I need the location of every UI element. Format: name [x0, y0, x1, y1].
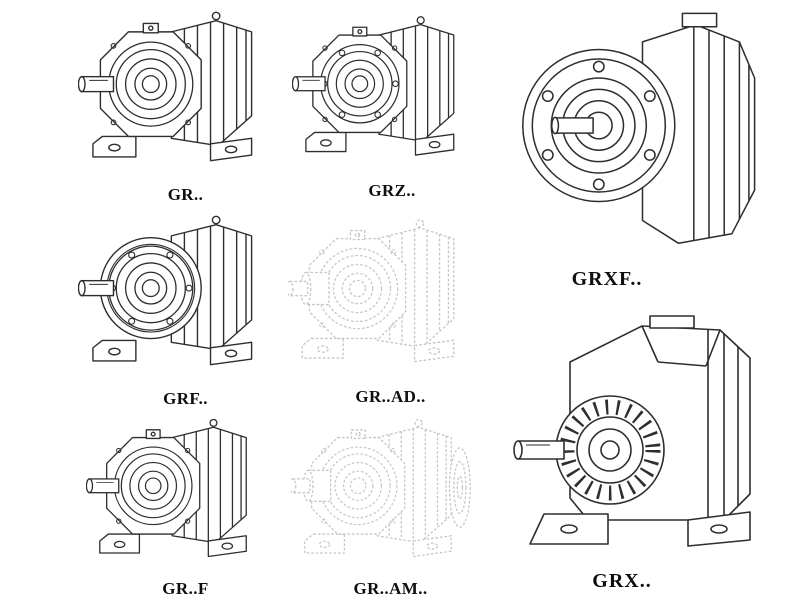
gearbox-drawing-gr	[78, 11, 253, 162]
product-label-grxf: GRXF..	[571, 268, 643, 290]
product-label-gr-ad: GR..AD..	[355, 387, 426, 406]
gearbox-drawing-grf	[78, 215, 253, 366]
gearbox-input-shaft	[292, 76, 326, 92]
gearbox-feet	[304, 533, 453, 558]
product-figure-grz: GRZ..	[292, 4, 492, 202]
gearbox-output-flange	[449, 447, 472, 528]
product-figure-gr-am: GR..AM..	[288, 410, 493, 600]
gearbox-drawing-gr-am	[291, 418, 472, 558]
gearbox-input-shaft	[78, 279, 115, 297]
product-label-gr-am: GR..AM..	[353, 579, 428, 598]
product-label-grz: GRZ..	[368, 181, 416, 200]
gearbox-input-shaft	[86, 478, 120, 494]
gearbox-drawing-grx	[492, 296, 792, 570]
gearbox-feet	[305, 131, 455, 156]
product-figure-grf: GRF..	[78, 206, 293, 410]
product-figure-grx: GRX..	[492, 296, 792, 592]
gearbox-input-adapter	[288, 271, 330, 306]
gearbox-drawing-grz	[292, 16, 455, 156]
gearbox-large-unit	[514, 316, 750, 546]
gearbox-feet	[301, 337, 455, 363]
product-figure-gr: GR..	[78, 2, 293, 206]
product-label-grf: GRF..	[163, 389, 208, 408]
gearbox-input-shaft	[78, 75, 115, 93]
product-figure-gr-ad: GR..AD..	[288, 208, 493, 408]
gearbox-drawing-grxf	[521, 12, 755, 245]
product-label-gr: GR..	[167, 185, 204, 204]
product-label-grx: GRX..	[592, 570, 652, 592]
product-label-gr-f: GR..F	[162, 579, 209, 598]
gearbox-drawing-gr-ad	[288, 219, 455, 363]
gearbox-feet	[99, 533, 248, 558]
gearbox-drawing-gr-f	[86, 418, 248, 558]
product-figure-grxf: GRXF..	[492, 2, 792, 290]
gearbox-feet	[92, 339, 253, 366]
product-figure-gr-f: GR..F	[78, 410, 293, 600]
gearbox-input-adapter	[291, 469, 332, 502]
gearbox-flange-unit	[521, 12, 755, 245]
gearbox-feet	[92, 135, 253, 162]
